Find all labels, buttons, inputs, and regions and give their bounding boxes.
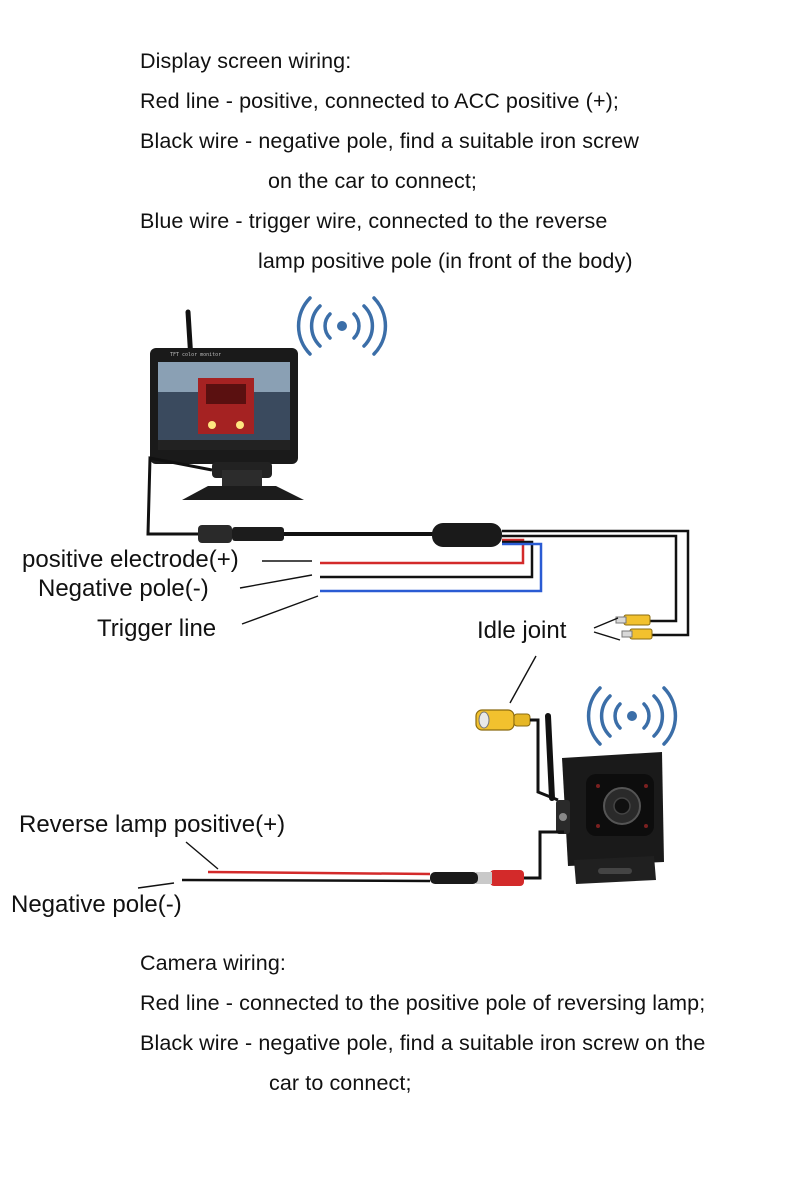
camera-rca-plug <box>475 709 531 731</box>
label-idle-joint: Idle joint <box>477 617 567 644</box>
camera-cable-plug <box>430 872 478 884</box>
label-negative-pole-top: Negative pole(-) <box>38 575 209 602</box>
label-negative-pole-bottom: Negative pole(-) <box>11 891 182 918</box>
monitor-screen-text: TFT color monitor <box>170 352 221 358</box>
rca-idle-connectors <box>615 614 653 640</box>
label-reverse-lamp-positive: Reverse lamp positive(+) <box>19 811 286 838</box>
camera-wiring-line-black-cont: car to connect; <box>269 1071 412 1095</box>
camera-wiring-line-black: Black wire - negative pole, find a suita… <box>140 1031 706 1055</box>
display-wiring-line-blue-cont: lamp positive pole (in front of the body… <box>258 249 633 273</box>
label-trigger-line: Trigger line <box>97 615 217 642</box>
label-positive-electrode: positive electrode(+) <box>22 546 239 573</box>
monitor-connector <box>198 525 232 543</box>
camera-wifi-icon <box>586 686 678 746</box>
display-wiring-line-black-cont: on the car to connect; <box>268 169 477 193</box>
display-wiring-line-black: Black wire - negative pole, find a suita… <box>140 129 639 153</box>
junction-box <box>432 523 502 547</box>
label-pointers <box>137 560 621 889</box>
display-power-leads <box>320 538 543 593</box>
monitor: TFT color monitor <box>150 309 304 500</box>
camera-wiring-heading: Camera wiring: <box>140 951 286 975</box>
camera-red-connector <box>490 870 524 886</box>
display-wiring-heading: Display screen wiring: <box>140 49 352 73</box>
camera-power-leads <box>181 870 431 883</box>
display-wiring-line-red: Red line - positive, connected to ACC po… <box>140 89 619 113</box>
wifi-signal-icon <box>296 296 388 356</box>
monitor-stand <box>182 486 304 500</box>
display-wiring-line-blue: Blue wire - trigger wire, connected to t… <box>140 209 608 233</box>
camera-antenna <box>545 713 555 801</box>
camera-wiring-line-red: Red line - connected to the positive pol… <box>140 991 706 1015</box>
camera <box>545 713 664 884</box>
